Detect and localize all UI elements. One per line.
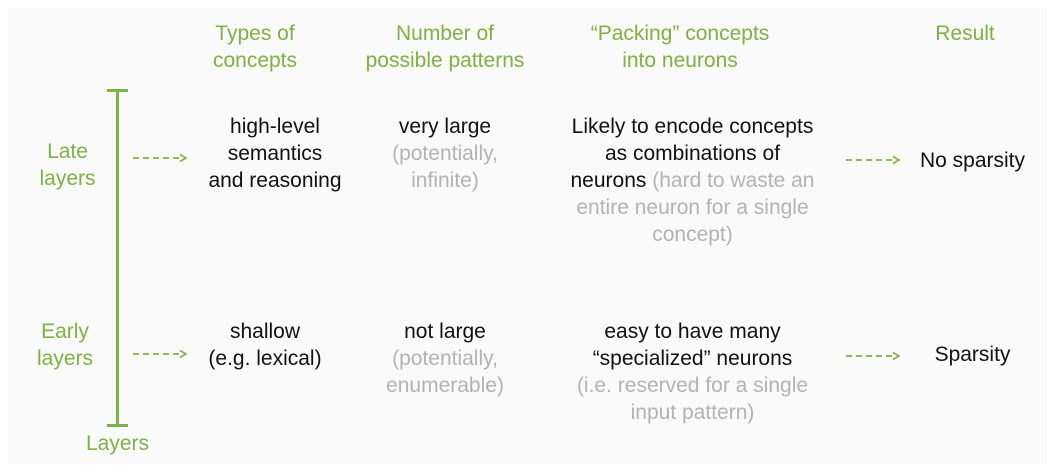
header-packing-line2: into neurons (622, 49, 738, 72)
early-layers-label: Early layers (20, 318, 110, 372)
early-label-line1: Early (41, 320, 89, 343)
axis-label: Layers (70, 430, 165, 457)
axis-top-cap (107, 89, 128, 92)
late-packing-line2: as combinations of (604, 142, 781, 165)
early-types-line1: shallow (229, 320, 301, 343)
early-result-cell: Sparsity (905, 341, 1040, 368)
early-packing-note-1: (i.e. reserved for a single (576, 374, 809, 397)
early-packing-line2: “specialized” neurons (592, 347, 793, 370)
header-patterns: Number of possible patterns (350, 20, 540, 74)
early-result-text: Sparsity (934, 343, 1011, 366)
late-types-line3: and reasoning (208, 169, 342, 192)
late-result-cell: No sparsity (905, 147, 1040, 174)
header-types-line1: Types of (215, 22, 295, 45)
header-patterns-line1: Number of (395, 22, 495, 45)
axis-bottom-cap (107, 424, 128, 427)
header-result: Result (910, 20, 1020, 47)
header-packing-line1: “Packing” concepts (590, 22, 770, 45)
late-types-line1: high-level (230, 115, 320, 138)
late-layers-label: Late layers (25, 138, 110, 192)
late-packing-note-3: concept) (652, 223, 733, 246)
early-packing-cell: easy to have many “specialized” neurons … (555, 318, 830, 426)
early-packing-line1: easy to have many (604, 320, 781, 343)
early-label-line2: layers (36, 347, 94, 370)
late-packing-note-2: entire neuron for a single (576, 196, 809, 219)
early-row-arrow (133, 349, 188, 359)
late-patterns-cell: very large (potentially, infinite) (370, 113, 520, 194)
early-patterns-note-2: enumerable) (386, 374, 504, 397)
early-packing-note-2: input pattern) (630, 401, 755, 424)
diagram-panel (8, 8, 1047, 465)
late-patterns-note-1: (potentially, (392, 142, 498, 165)
early-patterns-main: not large (404, 320, 486, 343)
late-types-cell: high-level semantics and reasoning (190, 113, 360, 194)
late-result-arrow (846, 155, 901, 165)
layers-axis-line (116, 91, 119, 425)
late-packing-line1: Likely to encode concepts (571, 115, 814, 138)
late-label-line2: layers (39, 167, 96, 190)
late-result-text: No sparsity (919, 149, 1026, 172)
late-packing-note-1: (hard to waste an (646, 169, 815, 192)
header-patterns-line2: possible patterns (365, 49, 525, 72)
early-types-line2: (e.g. lexical) (208, 347, 322, 370)
header-packing: “Packing” concepts into neurons (570, 20, 790, 74)
early-patterns-note-1: (potentially, (392, 347, 498, 370)
header-types: Types of concepts (190, 20, 320, 74)
header-result-text: Result (935, 22, 995, 45)
early-result-arrow (846, 351, 901, 361)
early-types-cell: shallow (e.g. lexical) (190, 318, 340, 372)
late-packing-line3: neurons (570, 169, 647, 192)
late-packing-cell: Likely to encode concepts as combination… (555, 113, 830, 248)
late-label-line1: Late (47, 140, 88, 163)
header-types-line2: concepts (212, 49, 298, 72)
late-row-arrow (133, 153, 188, 163)
late-patterns-main: very large (398, 115, 492, 138)
late-patterns-note-2: infinite) (411, 169, 479, 192)
early-patterns-cell: not large (potentially, enumerable) (370, 318, 520, 399)
late-types-line2: semantics (227, 142, 323, 165)
axis-label-text: Layers (85, 432, 150, 455)
